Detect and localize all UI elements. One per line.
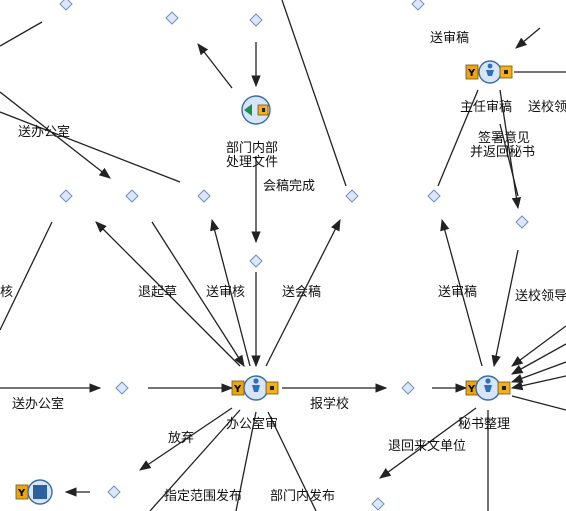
label: 部门内发布	[270, 488, 335, 504]
edge	[437, 89, 479, 187]
edge	[0, 21, 43, 47]
diamond-connector-icon[interactable]	[59, 0, 73, 11]
label: 核	[0, 285, 13, 300]
edge	[510, 343, 566, 375]
label: 送校领	[528, 99, 566, 115]
arrow-icon	[244, 104, 252, 116]
diamond-connector-icon[interactable]	[115, 381, 129, 395]
edge	[440, 218, 483, 367]
edge	[197, 43, 233, 89]
diamond-connector-icon[interactable]	[59, 189, 73, 203]
task-node-office[interactable]: Y	[231, 375, 279, 401]
edge	[139, 407, 233, 471]
edge	[510, 361, 566, 383]
label: 送校领导	[515, 288, 566, 304]
edge	[511, 325, 566, 367]
label: 秘书整理	[458, 417, 510, 432]
label: 送审稿	[430, 30, 469, 46]
diamond-connector-icon[interactable]	[197, 189, 211, 203]
edge	[95, 221, 241, 367]
diamond-connector-icon[interactable]	[107, 485, 121, 499]
label: 送审稿	[438, 284, 477, 300]
diamond-connector-icon[interactable]	[411, 0, 425, 11]
diamond-connector-icon[interactable]	[371, 497, 385, 511]
svg-text:Y: Y	[17, 488, 26, 499]
edge	[511, 395, 566, 411]
label: 办公室审	[226, 416, 278, 432]
edge	[515, 27, 541, 49]
edge	[281, 0, 347, 187]
edge	[151, 221, 245, 367]
diamond-connector-icon[interactable]	[427, 189, 441, 203]
diamond-connector-icon[interactable]	[249, 254, 263, 268]
subprocess-node[interactable]	[241, 95, 271, 125]
label: 签署意见	[478, 130, 530, 146]
label: 并返回秘书	[470, 145, 535, 160]
end-node[interactable]: Y	[15, 479, 53, 505]
label: 送会稿	[282, 284, 321, 300]
edge	[149, 409, 241, 511]
label: 退起草	[138, 285, 177, 300]
label: 指定范围发布	[164, 488, 242, 504]
edge	[0, 91, 111, 179]
label: 报学校	[310, 396, 349, 412]
diamond-connector-icon[interactable]	[249, 13, 263, 27]
diamond-connector-icon[interactable]	[125, 189, 139, 203]
task-node-secretary[interactable]: Y	[465, 375, 511, 401]
diamond-connector-icon[interactable]	[515, 215, 529, 229]
svg-text:Y: Y	[467, 384, 476, 395]
edge	[499, 89, 522, 210]
y-icon	[465, 64, 479, 80]
label: 主任审稿	[460, 99, 512, 115]
label: 送审核	[206, 285, 245, 300]
edge	[235, 411, 257, 511]
edge	[510, 375, 566, 391]
edge	[379, 407, 477, 479]
edge	[267, 411, 317, 511]
svg-text:Y: Y	[467, 68, 476, 79]
label: 送办公室	[12, 396, 64, 412]
label: 送办公室	[18, 124, 70, 140]
subprocess-icon	[241, 95, 271, 125]
edge	[499, 123, 519, 197]
task-node-director[interactable]: Y	[465, 60, 513, 84]
diamond-connector-icon[interactable]	[165, 11, 179, 25]
label: 部门内部	[226, 140, 278, 156]
labels: 部门内部 处理文件 会稿完成 送办公室 送审稿 主任审稿 送校领 签署意见 并返…	[0, 30, 566, 504]
edge	[0, 221, 53, 331]
edge	[265, 218, 341, 367]
label: 处理文件	[226, 155, 278, 170]
label: 会稿完成	[263, 178, 315, 194]
edge	[0, 111, 181, 183]
edge	[210, 218, 251, 367]
diamond-connector-icon[interactable]	[401, 381, 415, 395]
connectors	[59, 0, 529, 511]
svg-text:Y: Y	[233, 384, 242, 395]
label: 退回来文单位	[388, 439, 466, 454]
label: 放弃	[168, 431, 194, 446]
diamond-connector-icon[interactable]	[345, 189, 359, 203]
edge	[491, 249, 519, 368]
